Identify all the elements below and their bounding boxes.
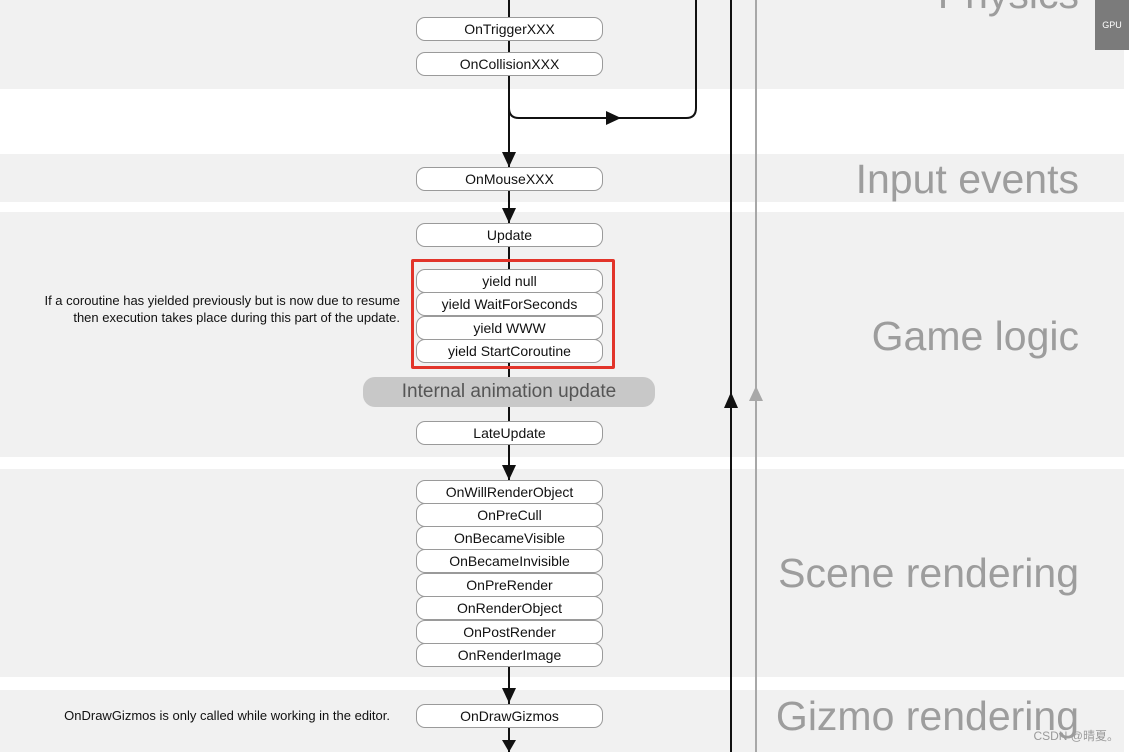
band-title-gizmo-rendering: Gizmo rendering [775, 693, 1079, 739]
node-update: Update [416, 223, 603, 247]
node-on-draw-gizmos: OnDrawGizmos [416, 704, 603, 728]
coroutine-loop-up-arrow [749, 386, 763, 401]
node-on-collision: OnCollisionXXX [416, 52, 603, 76]
node-on-post-render: OnPostRender [416, 620, 603, 644]
node-on-mouse: OnMouseXXX [416, 167, 603, 191]
node-on-became-invisible: OnBecameInvisible [416, 549, 603, 573]
node-yield-www: yield WWW [416, 316, 603, 340]
physics-loop-line [508, 0, 697, 119]
gizmos-note: OnDrawGizmos is only called while workin… [64, 708, 390, 723]
node-late-update: LateUpdate [416, 421, 603, 445]
arrow-to-gizmos [502, 688, 516, 703]
internal-animation-update: Internal animation update [363, 377, 655, 407]
node-on-pre-render: OnPreRender [416, 573, 603, 597]
band-title-physics: Physics [938, 0, 1079, 15]
arrow-to-update [502, 208, 516, 223]
loop-right-arrow [606, 111, 621, 125]
band-spacer [0, 89, 1124, 154]
frame-loop-up-arrow [724, 392, 738, 408]
band-title-scene-rendering: Scene rendering [778, 550, 1079, 596]
node-on-pre-cull: OnPreCull [416, 503, 603, 527]
gpu-badge[interactable]: GPU [1095, 0, 1129, 50]
node-yield-wait-for-seconds: yield WaitForSeconds [416, 292, 603, 316]
band-title-game-logic: Game logic [871, 313, 1079, 359]
watermark: CSDN @晴夏。 [1033, 729, 1119, 743]
coroutine-highlight-box [411, 259, 615, 369]
band-title-input-events: Input events [855, 156, 1079, 202]
coroutine-note: If a coroutine has yielded previously bu… [44, 293, 400, 325]
node-on-became-visible: OnBecameVisible [416, 526, 603, 550]
node-on-will-render-object: OnWillRenderObject [416, 480, 603, 504]
arrow-bottom [502, 740, 516, 752]
node-on-render-image: OnRenderImage [416, 643, 603, 667]
node-on-render-object: OnRenderObject [416, 596, 603, 620]
node-on-trigger: OnTriggerXXX [416, 17, 603, 41]
node-yield-start-coroutine: yield StartCoroutine [416, 339, 603, 363]
arrow-to-on-mouse [502, 152, 516, 167]
arrow-to-scene-rendering [502, 465, 516, 480]
